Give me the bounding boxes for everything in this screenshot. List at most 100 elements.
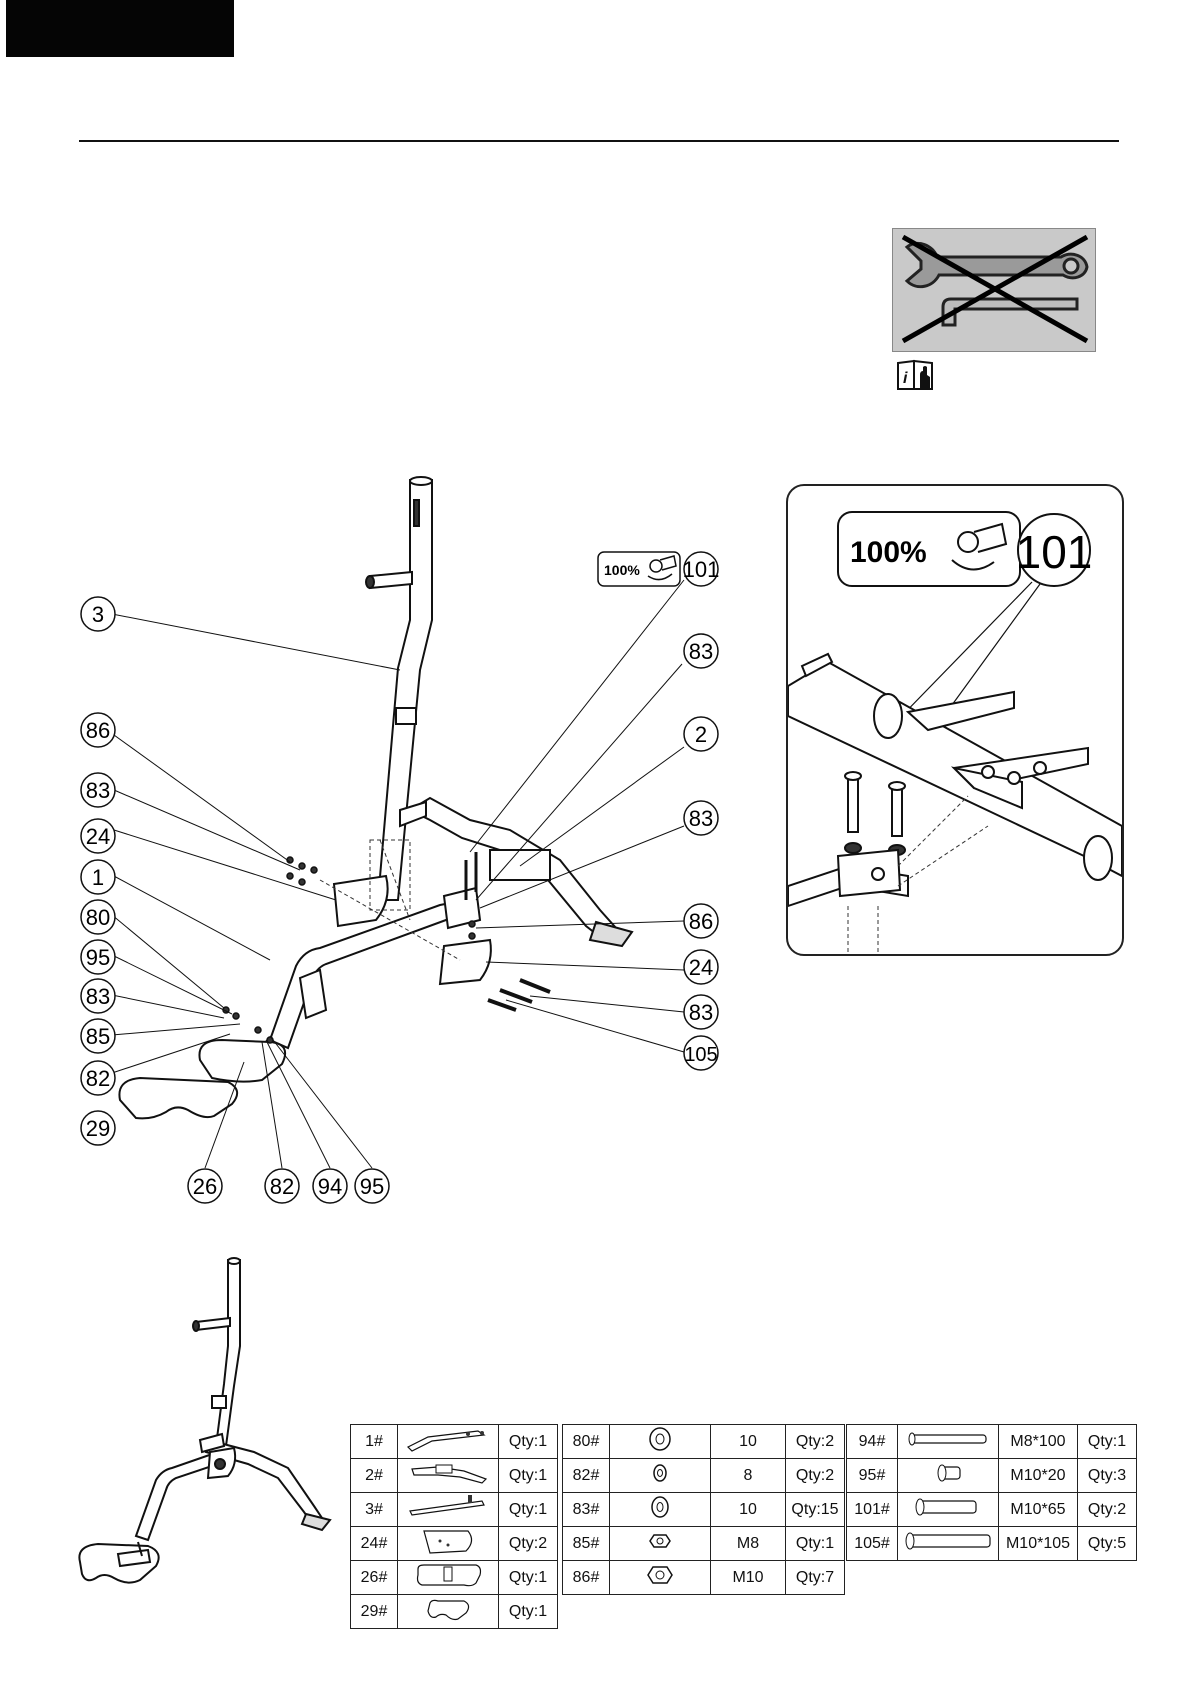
svg-text:24: 24 <box>689 955 713 980</box>
callout-85: 85 <box>81 1019 115 1053</box>
part-spec: M10*105 <box>999 1527 1078 1561</box>
part-spec: 8 <box>711 1459 786 1493</box>
part-spec: 10 <box>711 1425 786 1459</box>
part-qty: Qty:1 <box>499 1425 558 1459</box>
callout-82-left: 82 <box>81 1061 115 1095</box>
callout-95-bottom: 95 <box>355 1169 389 1203</box>
callout-83-left: 83 <box>81 773 115 807</box>
svg-text:83: 83 <box>689 1000 713 1025</box>
nut-m8-icon <box>610 1527 711 1561</box>
table-row: 101# M10*65 Qty:2 <box>847 1493 1137 1527</box>
exploded-assembly-diagram: 100% 101 83 2 83 86 24 83 105 3 86 83 24… <box>70 470 730 1210</box>
svg-text:29: 29 <box>86 1116 110 1141</box>
table-row: 80# 10 Qty:2 <box>563 1425 845 1459</box>
foot-pad-29 <box>119 1078 237 1118</box>
part-qty: Qty:1 <box>499 1595 558 1629</box>
rear-stabilizer-icon <box>398 1459 499 1493</box>
table-row: 94# M8*100 Qty:1 <box>847 1425 1137 1459</box>
part-id: 3# <box>351 1493 398 1527</box>
part-qty: Qty:2 <box>786 1459 845 1493</box>
part-qty: Qty:2 <box>1078 1493 1137 1527</box>
svg-text:101: 101 <box>1016 526 1093 578</box>
callout-80: 80 <box>81 900 115 934</box>
part-qty: Qty:5 <box>1078 1527 1137 1561</box>
parts-table-washers-nuts: 80# 10 Qty:2 82# 8 Qty:2 83# 10 Qty:15 8… <box>562 1424 845 1595</box>
svg-text:94: 94 <box>318 1174 342 1199</box>
part-spec: M10*65 <box>999 1493 1078 1527</box>
svg-text:83: 83 <box>689 806 713 831</box>
detail-bolts <box>845 772 905 855</box>
upright-post-3 <box>366 477 432 900</box>
part-id: 86# <box>563 1561 610 1595</box>
header-rule <box>79 140 1119 142</box>
callout-83-middle-left: 83 <box>81 979 115 1013</box>
svg-text:83: 83 <box>86 778 110 803</box>
table-row: 29# Qty:1 <box>351 1595 558 1629</box>
bolt-short-icon <box>898 1459 999 1493</box>
svg-text:86: 86 <box>689 909 713 934</box>
callout-83-mid: 83 <box>684 801 718 835</box>
part-id: 2# <box>351 1459 398 1493</box>
nut-m10-icon <box>610 1561 711 1595</box>
callout-82-bottom: 82 <box>265 1169 299 1203</box>
part-id: 95# <box>847 1459 898 1493</box>
part-qty: Qty:1 <box>499 1493 558 1527</box>
part-spec: 10 <box>711 1493 786 1527</box>
svg-text:86: 86 <box>86 718 110 743</box>
callout-24-left: 24 <box>81 819 115 853</box>
callout-86-right: 86 <box>684 904 718 938</box>
read-manual-icon: i <box>896 359 934 391</box>
small-washer-icon <box>610 1459 711 1493</box>
foot-pad-icon <box>398 1595 499 1629</box>
side-plate-icon <box>398 1527 499 1561</box>
part-id: 29# <box>351 1595 398 1629</box>
torque-badge: 100% <box>598 552 680 586</box>
detail-lower-tube <box>788 850 908 906</box>
table-row: 95# M10*20 Qty:3 <box>847 1459 1137 1493</box>
part-id: 24# <box>351 1527 398 1561</box>
svg-text:95: 95 <box>86 945 110 970</box>
table-row: 24# Qty:2 <box>351 1527 558 1561</box>
part-qty: Qty:2 <box>786 1425 845 1459</box>
svg-text:105: 105 <box>684 1044 717 1066</box>
svg-text:82: 82 <box>270 1174 294 1199</box>
part-id: 83# <box>563 1493 610 1527</box>
callout-26: 26 <box>188 1169 222 1203</box>
callout-29: 29 <box>81 1111 115 1145</box>
callout-2: 2 <box>684 717 718 751</box>
part-id: 101# <box>847 1493 898 1527</box>
washer-icon <box>610 1493 711 1527</box>
part-qty: Qty:1 <box>1078 1425 1137 1459</box>
svg-text:2: 2 <box>695 722 707 747</box>
part-qty: Qty:15 <box>786 1493 845 1527</box>
svg-text:3: 3 <box>92 602 104 627</box>
callout-1: 1 <box>81 860 115 894</box>
assembled-machine-illustration <box>78 1256 348 1606</box>
svg-text:i: i <box>903 370 908 387</box>
part-qty: Qty:2 <box>499 1527 558 1561</box>
allen-key-icon <box>943 299 1077 325</box>
callout-24-right: 24 <box>684 950 718 984</box>
svg-text:1: 1 <box>92 865 104 890</box>
callout-105: 105 <box>684 1036 718 1070</box>
table-row: 1# Qty:1 <box>351 1425 558 1459</box>
part-spec: M10*20 <box>999 1459 1078 1493</box>
table-row: 105# M10*105 Qty:5 <box>847 1527 1137 1561</box>
cross-out-icon <box>903 237 1087 341</box>
part-qty: Qty:1 <box>499 1459 558 1493</box>
part-qty: Qty:7 <box>786 1561 845 1595</box>
table-row: 85# M8 Qty:1 <box>563 1527 845 1561</box>
torque-label: 100% <box>604 562 640 578</box>
svg-text:24: 24 <box>86 824 110 849</box>
callout-95-left: 95 <box>81 940 115 974</box>
svg-text:83: 83 <box>689 639 713 664</box>
detail-torque-label: 100% <box>850 536 927 569</box>
parts-table-bolts: 94# M8*100 Qty:1 95# M10*20 Qty:3 101# M… <box>846 1424 1137 1561</box>
no-tools-needed-picture <box>892 228 1096 352</box>
table-row: 26# Qty:1 <box>351 1561 558 1595</box>
foot-plate-icon <box>398 1561 499 1595</box>
svg-text:95: 95 <box>360 1174 384 1199</box>
part-qty: Qty:3 <box>1078 1459 1137 1493</box>
detail-callout-101: 101 <box>1016 514 1093 586</box>
svg-text:85: 85 <box>86 1024 110 1049</box>
